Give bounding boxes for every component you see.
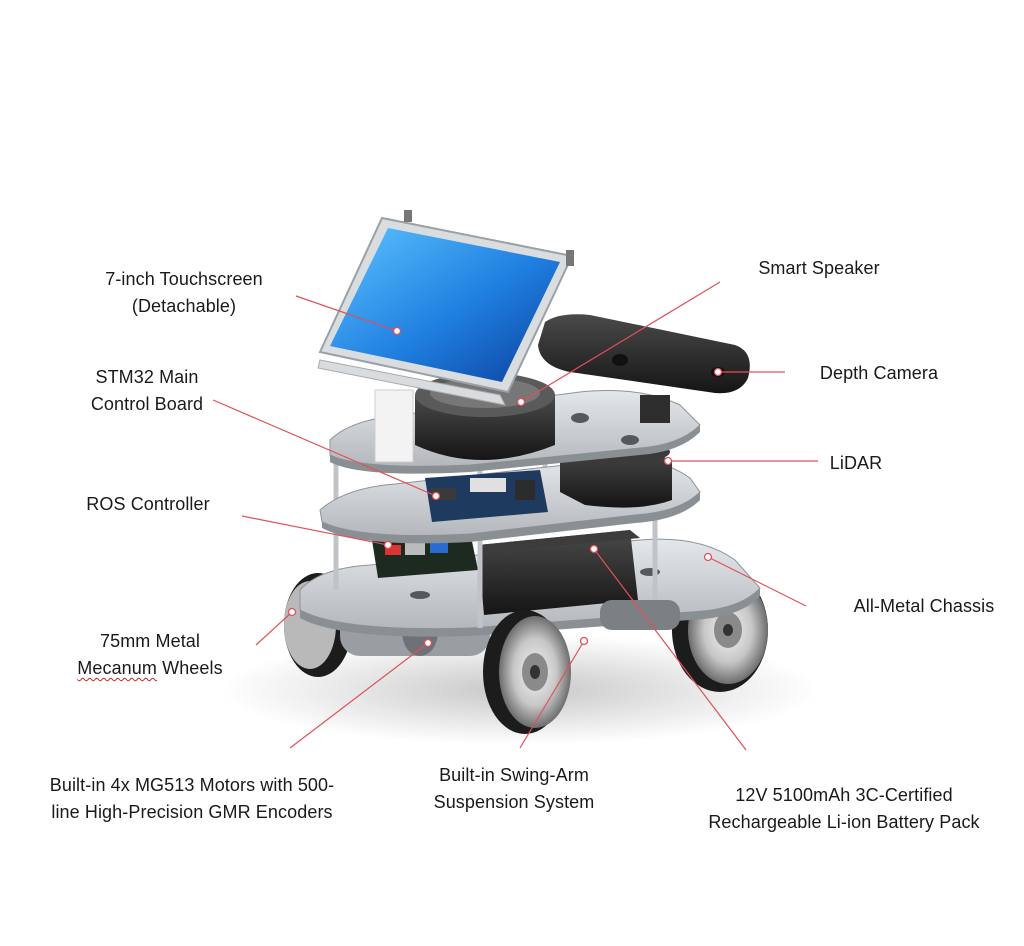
leader-dot-stm32 [431,491,441,501]
label-stm32: STM32 Main Control Board [90,367,204,414]
touchscreen [318,210,574,394]
label-lidar: LiDAR [829,453,883,473]
stm32-control-board [425,470,548,522]
battery-pack [478,530,640,615]
leader-line-motors [289,642,429,749]
leader-line-stm32 [212,399,437,497]
label-touchscreen: 7-inch Touchscreen (Detachable) [105,269,263,316]
leader-dot-motors [423,638,433,648]
leader-line-wheels [255,611,293,646]
leader-lines [212,281,818,751]
leader-dots [287,326,723,648]
leader-line-chassis [707,556,807,607]
leader-line-touchscreen [295,295,398,332]
label-battery: 12V 5100mAh 3C-Certified Rechargeable Li… [708,785,980,832]
wheels-word-mecanum: Mecanum [77,658,157,678]
ros-controller-board [372,532,478,578]
label-motors: Built-in 4x MG513 Motors with 500- line … [49,775,335,822]
wheels-word-rest: Wheels [157,658,223,678]
label-smart-speaker: Smart Speaker [758,258,880,278]
leader-dot-suspension [579,636,589,646]
mecanum-wheel-front-left [483,610,571,734]
label-wheels: 75mm Metal Mecanum Wheels [77,631,223,678]
leader-dot-depth-camera [713,367,723,377]
leader-line-ros-controller [241,515,389,546]
label-suspension: Built-in Swing-Arm Suspension System [433,765,595,812]
label-chassis: All-Metal Chassis [853,596,995,616]
depth-camera [538,314,750,423]
motor-right [600,600,680,630]
label-depth-camera: Depth Camera [819,363,939,383]
leader-line-smart-speaker [520,281,721,403]
leader-line-battery [593,548,747,751]
leader-dot-smart-speaker [516,397,526,407]
leader-dot-touchscreen [392,326,402,336]
leader-dot-battery [589,544,599,554]
label-ros-controller: ROS Controller [86,494,210,514]
leader-dot-lidar [663,456,673,466]
screen-stand [317,359,506,463]
leader-dot-chassis [703,552,713,562]
leader-line-suspension [519,640,585,749]
leader-dot-ros-controller [383,540,393,550]
leader-dot-wheels [287,607,297,617]
